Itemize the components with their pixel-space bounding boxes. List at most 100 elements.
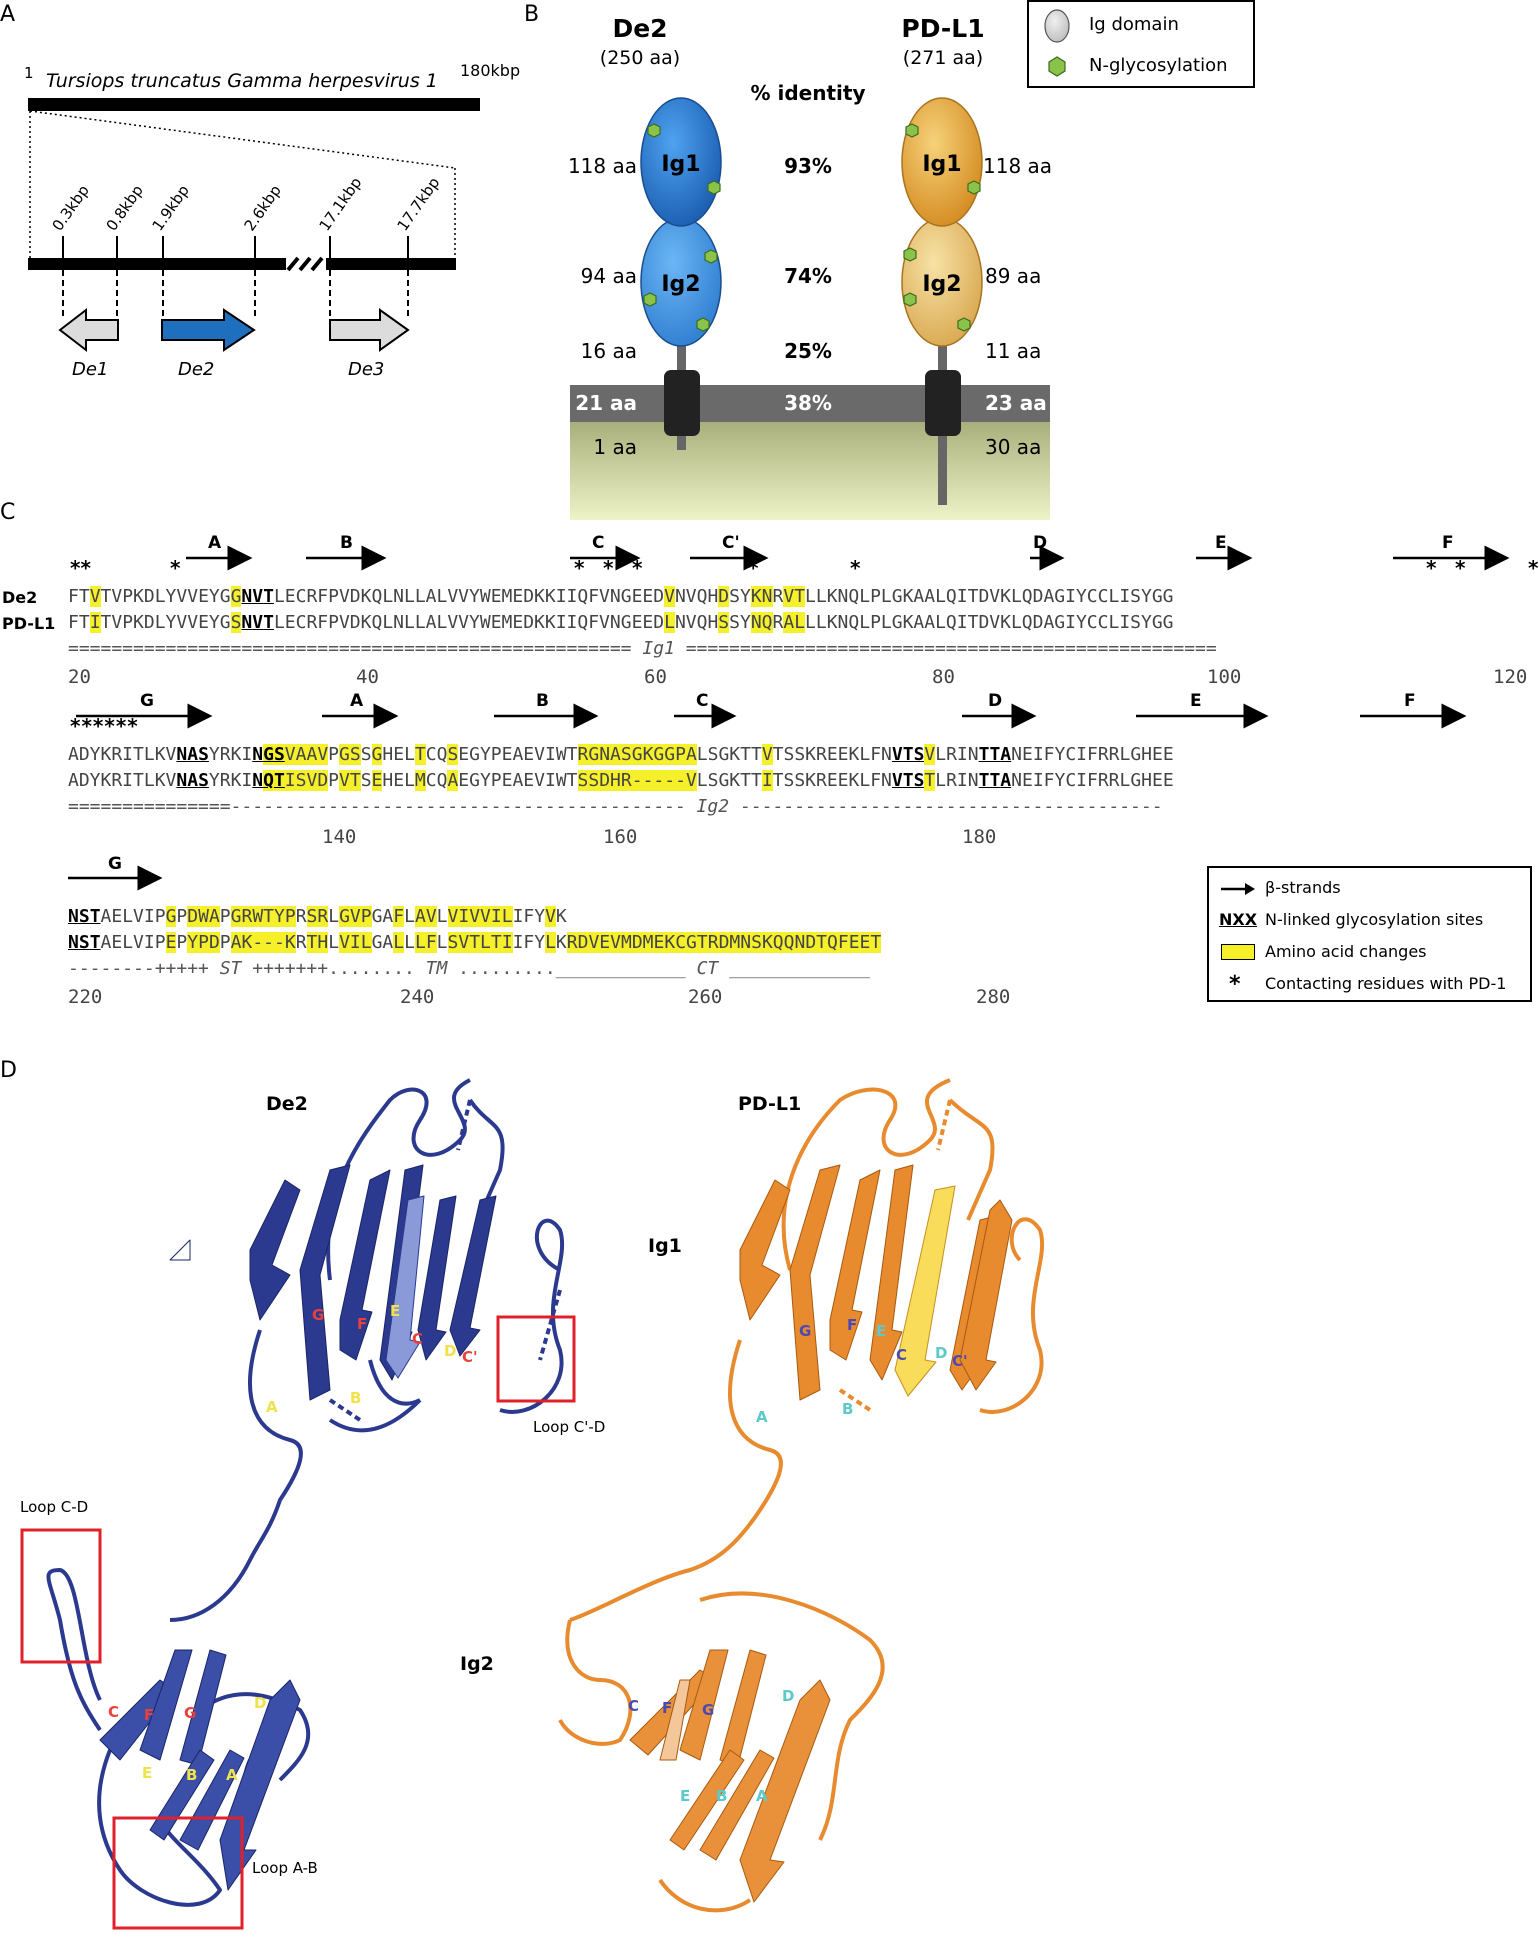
genome-bar [28, 98, 480, 111]
de2-tm-len: 21 aa [575, 391, 637, 415]
pdl1-strand-g: G [799, 1322, 811, 1340]
panel-d-structures: De2 PD-L1 Ig1 Ig2 [20, 1078, 1045, 1930]
pos-40: 40 [356, 666, 379, 688]
panel-b-legend: Ig domain N-glycosylation [1027, 0, 1255, 88]
pdl1-ig1-label: Ig1 [922, 152, 961, 177]
strand-d2-label: D [988, 691, 1003, 711]
panel-a-genome-map: 1 180kbp Tursiops truncatus Gamma herpes… [24, 61, 520, 380]
locus-break [286, 256, 324, 272]
de2-protein-name: De2 [612, 14, 667, 43]
pos-120: 120 [1493, 666, 1528, 688]
strand-g3-label: G [108, 854, 122, 874]
de2-strand-a: A [266, 1398, 278, 1416]
de1-gene-arrow [58, 307, 119, 353]
legend-aa: Amino acid changes [1265, 942, 1427, 961]
pos-140: 140 [322, 826, 357, 848]
pdl1-ig2-strand-a: A [756, 1787, 768, 1805]
pos-260: 260 [688, 986, 723, 1008]
de2-ig1-len: 118 aa [568, 154, 637, 178]
de2-ig2-strand-b: B [186, 1766, 197, 1784]
ig1-structure-label: Ig1 [648, 1235, 682, 1257]
pdl1-tm-box [925, 370, 961, 436]
de2-ig2-strand-c: C [108, 1703, 119, 1721]
pdl1-strand-a: A [756, 1408, 768, 1426]
domain-line-block2: ===============-------------------------… [68, 796, 1163, 817]
pos-180: 180 [962, 826, 997, 848]
highlight-legend-swatch [1221, 944, 1255, 960]
pdl1-protein-name: PD-L1 [901, 14, 984, 43]
glycosylation-legend-icon [1048, 56, 1066, 77]
strand-b-label: B [340, 533, 353, 553]
contact-star: * [603, 556, 614, 580]
stalk-identity: 25% [784, 339, 832, 363]
de2-label: De2 [178, 359, 214, 380]
pdl1-ig2-strand-g: G [702, 1701, 714, 1719]
legend-strands: β-strands [1265, 878, 1341, 897]
pos-220: 220 [68, 986, 103, 1008]
panel-b-label: B [524, 2, 540, 27]
seq-name-pdl1: PD-L1 [2, 614, 56, 633]
pdl1-seq-block2: ADYKRITLKVNASYRKINQTISVDPVTSEHELMCQAEGYP… [68, 770, 1174, 791]
pdl1-strand-e: E [876, 1322, 886, 1340]
panel-c-strand-arrows [68, 545, 1510, 891]
de2-strand-cprime: C' [462, 1348, 478, 1366]
de3-gene-arrow [329, 308, 410, 352]
contact-star: * [574, 556, 585, 580]
genome-title: Tursiops truncatus Gamma herpesvirus 1 [46, 70, 438, 92]
pos-17.1: 17.1kbp [316, 174, 366, 234]
pos-80: 80 [932, 666, 955, 688]
de2-strand-b: B [350, 1389, 361, 1407]
pos-17.7: 17.7kbp [394, 174, 444, 234]
contact-star: * [1455, 556, 1466, 580]
de2-seq-block3: NSTAELVIPGPDWAPGRWTYPRSRLGVPGAFLAVLVIVVI… [68, 906, 567, 927]
pos-60: 60 [644, 666, 667, 688]
strand-e2-label: E [1190, 691, 1202, 711]
pdl1-ig1-len: 118 aa [983, 154, 1052, 178]
legend-nxx: NXX [1219, 910, 1258, 929]
strand-f-label: F [1442, 533, 1454, 553]
strand-f2-label: F [1404, 691, 1416, 711]
arrow-legend-icon [1221, 883, 1255, 895]
contact-star: * [170, 556, 181, 580]
pos-0.3: 0.3kbp [49, 182, 93, 235]
strand-a-label: A [208, 533, 222, 553]
strand-e-label: E [1215, 533, 1227, 553]
pdl1-protein-length: (271 aa) [903, 47, 983, 69]
strand-c-label: C [592, 533, 605, 553]
seq-name-de2: De2 [2, 588, 38, 607]
genome-end: 180kbp [460, 61, 520, 80]
membrane-band [570, 385, 1050, 422]
legend-ig-label: Ig domain [1089, 14, 1179, 35]
identity-header: % identity [751, 81, 866, 105]
de1-label: De1 [72, 359, 108, 380]
loop-a-b-box [112, 1816, 244, 1930]
locus-bar-left [28, 258, 286, 270]
pdl1-ig1-domain [901, 97, 983, 227]
cytoplasm-region [570, 420, 1050, 520]
de2-strand-e: E [390, 1302, 400, 1320]
de3-label: De3 [348, 359, 384, 380]
contact-star: * [632, 556, 643, 580]
contact-star: ** [70, 556, 91, 580]
strand-a2-label: A [350, 691, 364, 711]
de2-ig2-strand-e: E [142, 1764, 152, 1782]
loop-cprime-d-box [496, 1315, 576, 1403]
de2-gene-arrow [161, 308, 256, 352]
de2-seq-block1: FTVTVPKDLYVVEYGGNVTLECRFPVDKQLNLLALVVYWE… [68, 586, 1174, 607]
pos-20: 20 [68, 666, 91, 688]
pdl1-strand-d: D [935, 1344, 947, 1362]
de2-ig2-len: 94 aa [581, 264, 637, 288]
loop-cprime-d-label: Loop C'-D [533, 1418, 605, 1436]
pdl1-stalk-len: 11 aa [985, 339, 1041, 363]
pdl1-ig2-strand-b: B [716, 1787, 727, 1805]
strand-b2-label: B [536, 691, 549, 711]
panel-b-domain-diagram: De2 (250 aa) PD-L1 (271 aa) % identity I… [568, 14, 1052, 520]
contact-star: * [850, 556, 861, 580]
pdl1-strand-cprime: C' [952, 1352, 968, 1370]
panel-a-label: A [0, 2, 16, 27]
pos-0.8: 0.8kbp [103, 182, 147, 235]
strand-cprime-label: C' [722, 533, 740, 553]
legend-star-desc: Contacting residues with PD-1 [1265, 974, 1507, 993]
panel-d-label: D [0, 1058, 17, 1083]
pdl1-structure-title: PD-L1 [738, 1093, 801, 1115]
